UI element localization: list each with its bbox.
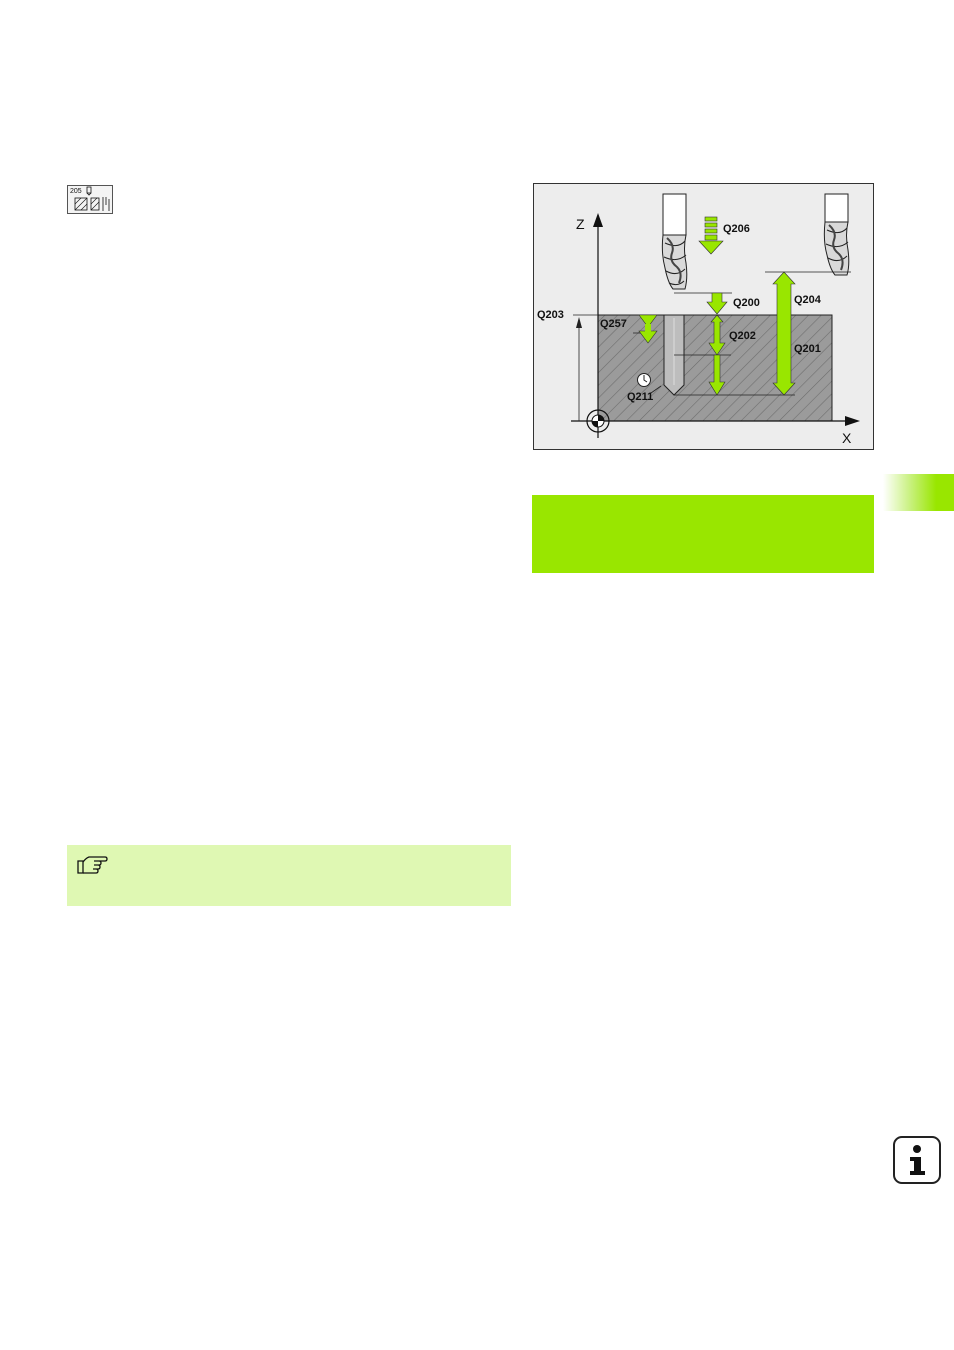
q202-arrow [708, 314, 726, 356]
label-q200: Q200 [733, 297, 760, 309]
label-q206: Q206 [723, 223, 750, 235]
cycle-number: 205 [70, 188, 82, 195]
dwell-time-clock-icon [637, 373, 651, 387]
feed-rate-arrow [698, 216, 724, 255]
pointing-hand-icon [75, 851, 109, 875]
datum-icon [586, 409, 610, 433]
z-axis-label: Z [576, 216, 585, 232]
highlight-box [532, 495, 874, 573]
label-q201: Q201 [794, 343, 821, 355]
label-q203: Q203 [537, 309, 564, 321]
cycle-parameter-diagram: Z X [533, 183, 874, 450]
x-axis-label: X [842, 430, 852, 446]
q201-arrow [708, 354, 726, 396]
q257-arrow [638, 314, 658, 344]
info-icon [893, 1136, 941, 1184]
end-mill-right [823, 193, 850, 276]
q204-double-arrow [772, 271, 796, 396]
chapter-tab [883, 474, 954, 511]
note-box [67, 845, 511, 906]
end-mill-left [661, 193, 688, 290]
label-q204: Q204 [794, 294, 822, 306]
label-q257: Q257 [600, 318, 627, 330]
label-q202: Q202 [729, 330, 756, 342]
drill-cycle-icon: 205 [67, 185, 113, 214]
q200-arrow [706, 292, 728, 315]
label-q211: Q211 [627, 391, 653, 403]
